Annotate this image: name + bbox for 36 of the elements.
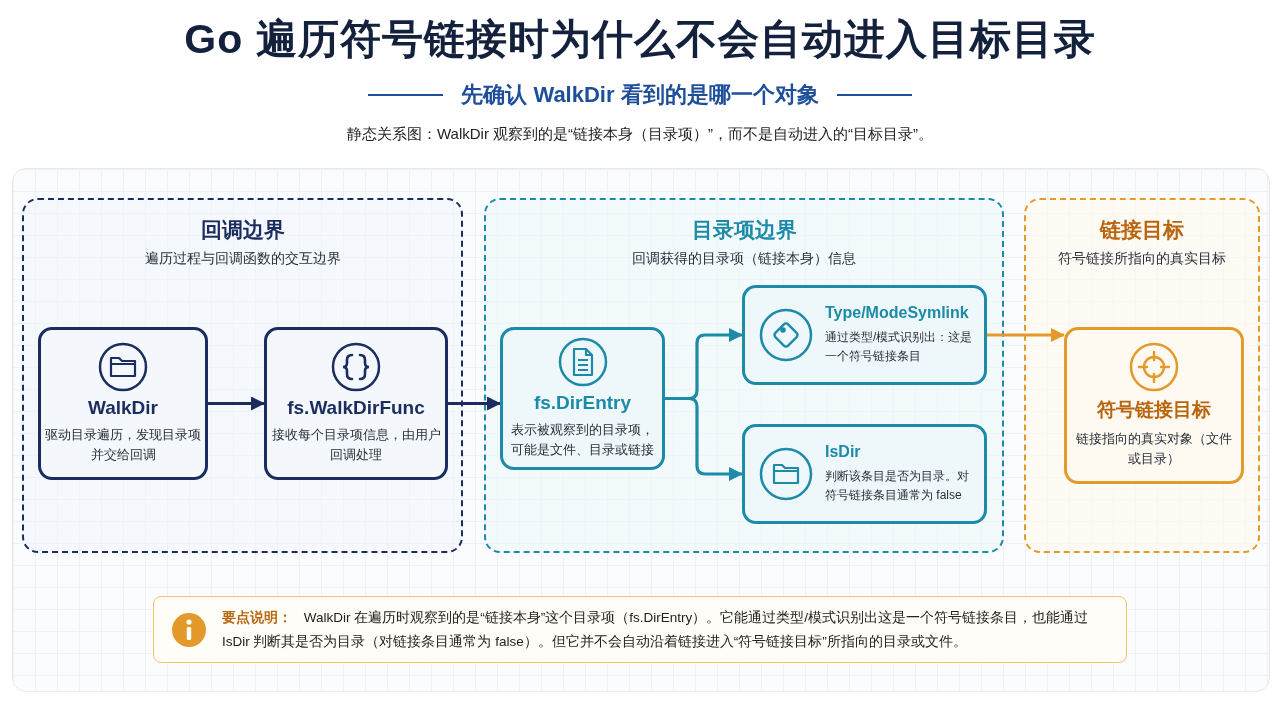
group-subtitle: 遍历过程与回调函数的交互边界	[144, 250, 341, 268]
arrow	[987, 328, 1065, 342]
group-title: 目录项边界	[691, 217, 797, 243]
description-text: 静态关系图：WalkDir 观察到的是“链接本身（目录项）”，而不是自动进入的“目标目录”。	[346, 125, 934, 142]
node-title: fs.DirEntry	[533, 391, 632, 414]
page-title: Go 遍历符号链接时为什么不会自动进入目标目录	[183, 15, 1097, 64]
group-title: 链接目标	[1100, 217, 1184, 243]
node-title: Type/ModeSymlink	[825, 304, 969, 323]
subtitle: 先确认 WalkDir 看到的是哪一个对象	[461, 81, 819, 109]
arrow	[208, 396, 265, 411]
note-box	[153, 596, 1127, 663]
node-title: WalkDir	[87, 396, 158, 419]
node-title: 符号链接目标	[1097, 397, 1211, 422]
process-box	[264, 327, 448, 480]
process-box	[742, 424, 987, 524]
group-subtitle: 符号链接所指向的真实目标	[1058, 250, 1226, 268]
process-box	[38, 327, 208, 480]
node-description: 通过类型/模式识别出：这是一个符号链接条目	[825, 329, 974, 365]
process-box	[1064, 327, 1244, 484]
boundary-group	[1024, 198, 1260, 553]
process-box	[742, 285, 987, 385]
node-title: IsDir	[825, 443, 861, 462]
boundary-group	[22, 198, 463, 553]
node-description: 判断该条目是否为目录。对符号链接条目通常为 false	[825, 468, 970, 504]
arrow	[665, 396, 743, 481]
node-description: 接收每个目录项信息，由用户回调处理	[271, 425, 441, 464]
node-description: 链接指向的真实对象（文件或目录）	[1075, 429, 1233, 468]
group-title: 回调边界	[200, 217, 285, 243]
note-text: 要点说明： WalkDir 在遍历时观察到的是“链接本身”这个目录项（fs.DirEntry）。它能通过类型/模式识别出这是一个符号链接条目，也能通过 IsDir 判断其是否为目录（对链接条目通常为 false）。但它并不会自动沿着链接进入“符号链接目标”所指向的目录或文件。	[222, 608, 1089, 651]
boundary-group	[484, 198, 1004, 553]
group-subtitle: 回调获得的目录项（链接本身）信息	[632, 250, 856, 268]
node-description: 驱动目录遍历，发现目录项并交给回调	[45, 425, 201, 464]
process-box	[500, 327, 665, 470]
node-description: 表示被观察到的目录项，可能是文件、目录或链接	[510, 420, 655, 459]
node-title: fs.WalkDirFunc	[287, 396, 425, 419]
arrow	[448, 396, 501, 411]
